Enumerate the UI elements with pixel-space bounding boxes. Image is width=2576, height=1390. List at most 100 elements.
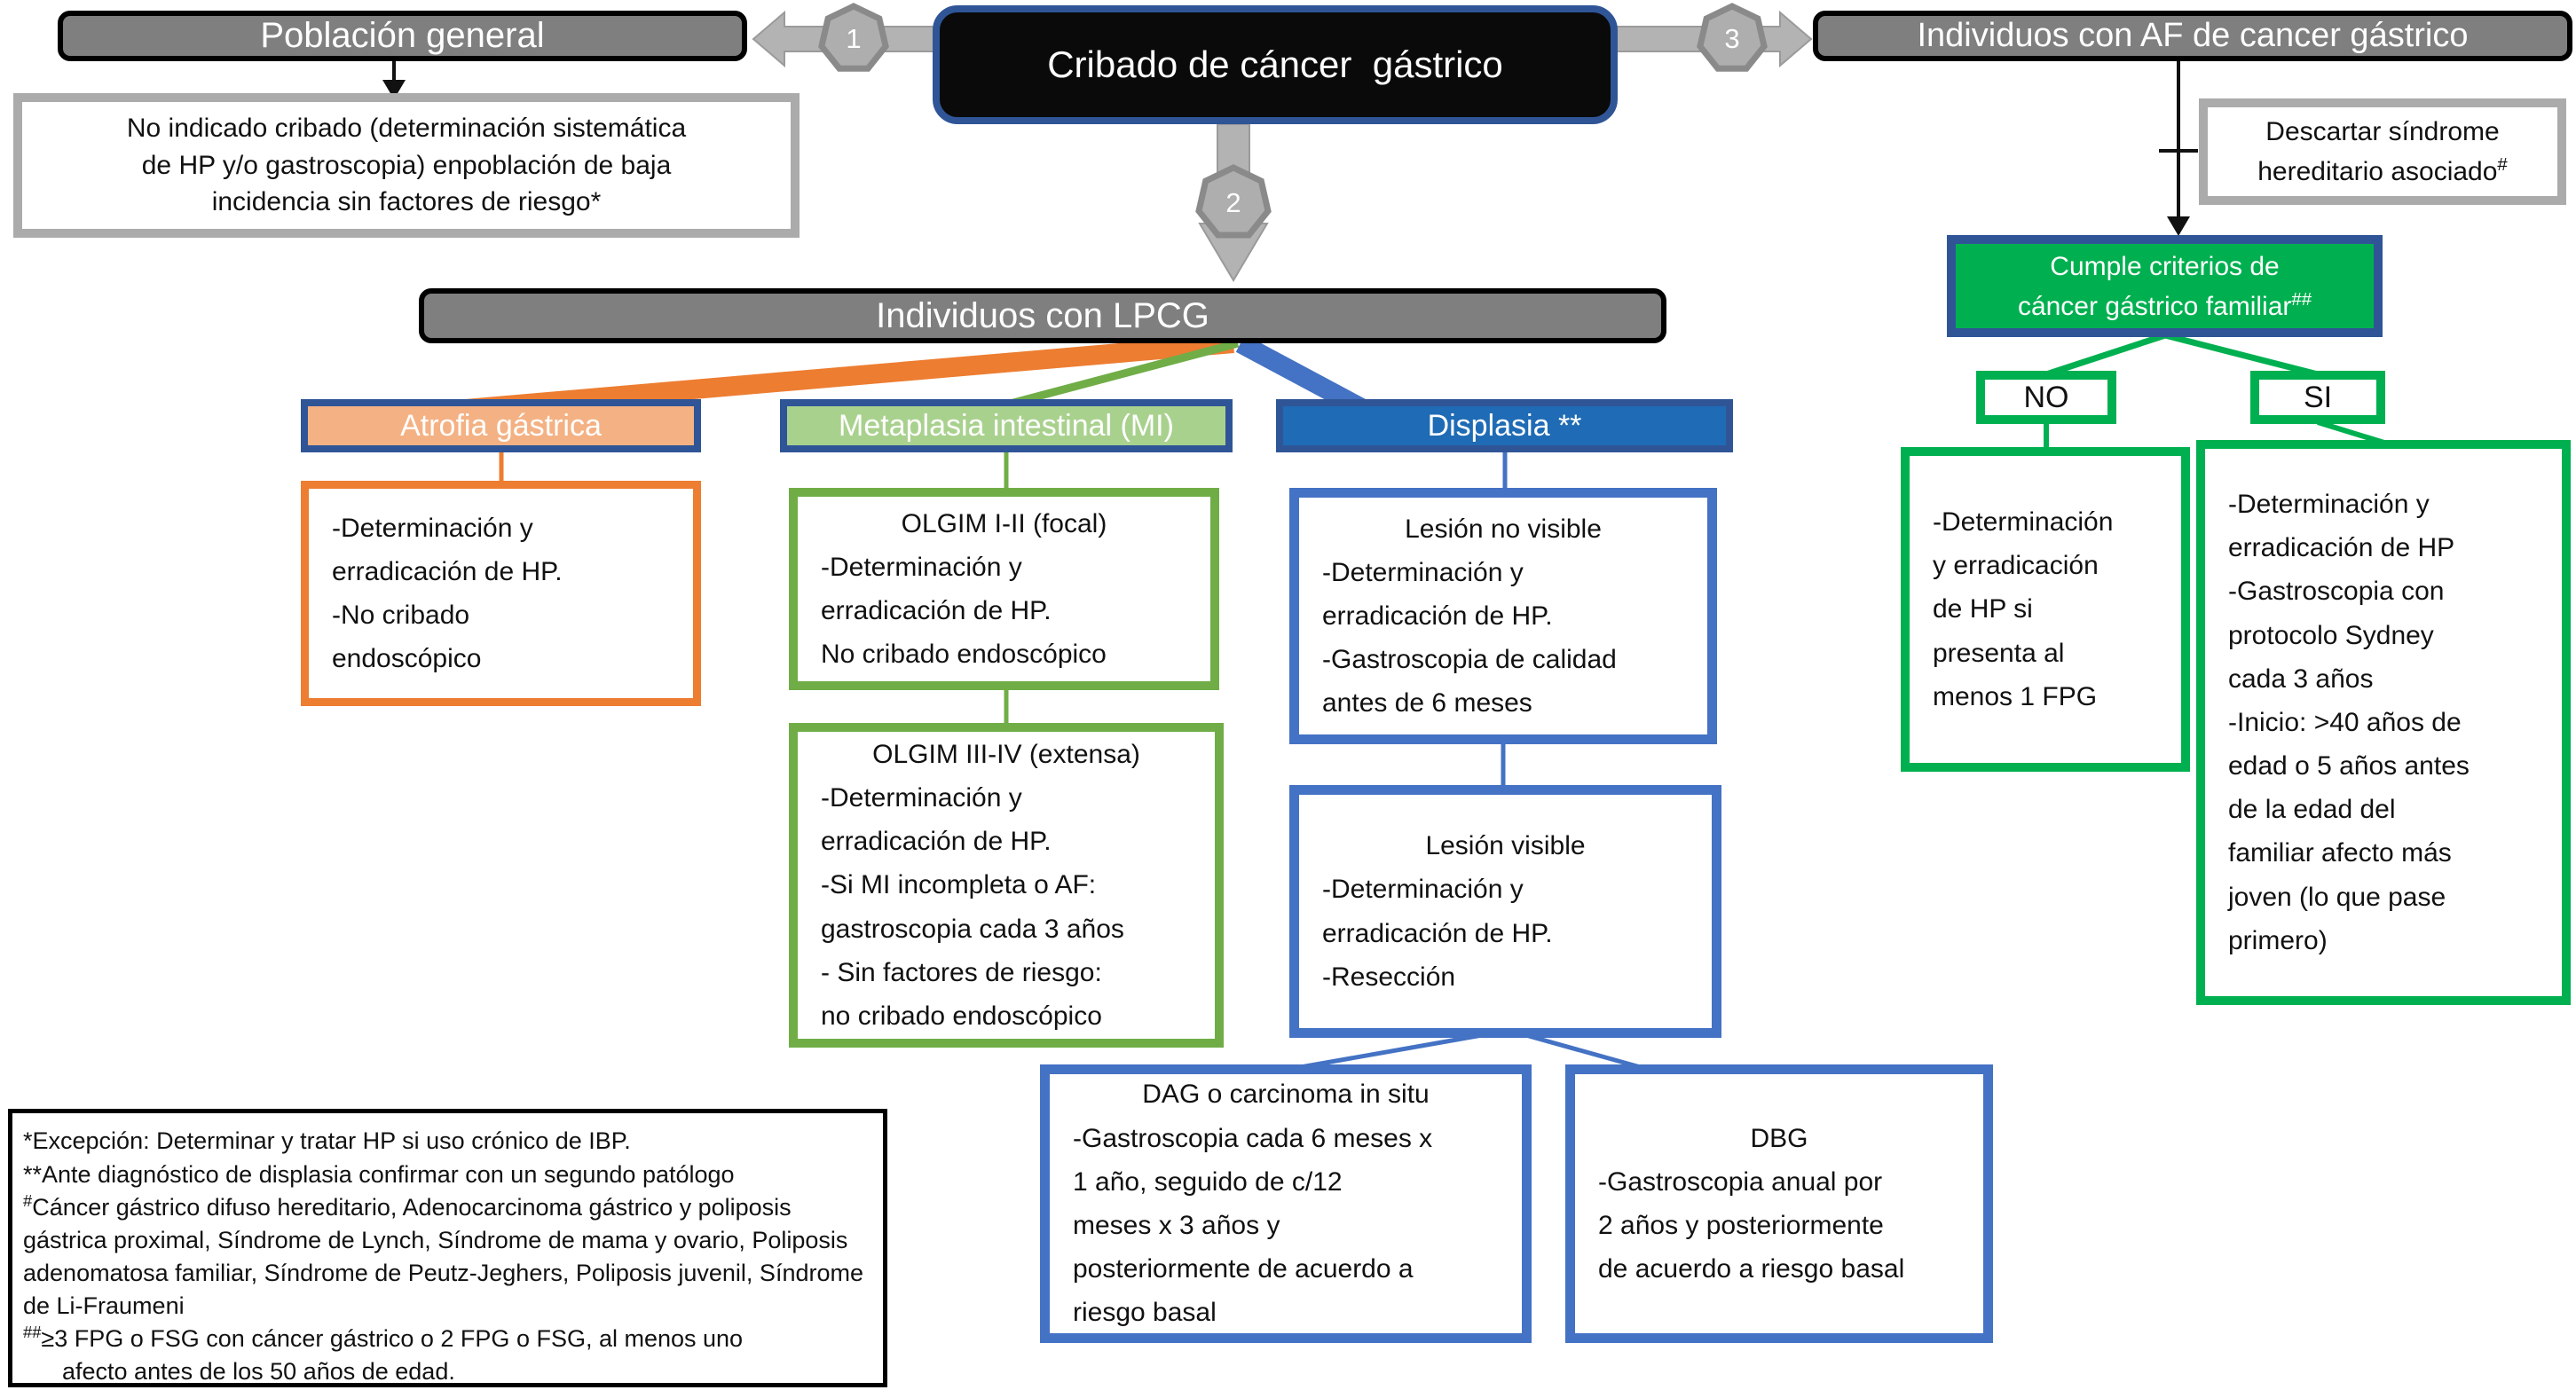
text-line: no cribado endoscópico (821, 1001, 1102, 1031)
text-line: riesgo basal (1073, 1298, 1217, 1328)
text-line: No cribado endoscópico (821, 640, 1107, 670)
text-line: protocolo Sydney (2228, 620, 2434, 650)
text-line: -Inicio: >40 años de (2228, 707, 2462, 737)
text-line: 2 años y posteriormente (1598, 1211, 1884, 1240)
text-line: erradicación de HP. (1322, 601, 1553, 631)
no-option-label: NO (2023, 380, 2069, 414)
text-line: endoscópico (332, 644, 482, 674)
atrofia-header-label: Atrofia gástrica (400, 408, 602, 443)
text-line: -Determinación (1933, 507, 2114, 538)
text-line: -Determinación y (1322, 557, 1524, 587)
poblacion-arrowhead-icon (382, 80, 406, 99)
text-line: familiar afecto más (2228, 838, 2452, 868)
poblacion-general-header: Población general (58, 11, 747, 61)
footnote-line-5: afecto antes de los 50 años de edad. (62, 1358, 455, 1386)
si-content-box: -Determinación y erradicación de HP -Gastr… (2196, 440, 2571, 1005)
text-line: -Gastroscopia anual por (1598, 1166, 1883, 1197)
step-badge-1: 1 (846, 23, 862, 54)
individuos-af-header: Individuos con AF de cancer gástrico (1813, 11, 2572, 61)
text-line: de HP y/o gastroscopia) enpoblación de b… (141, 150, 672, 180)
text-line: antes de 6 meses (1322, 688, 1532, 719)
si-content-lines: -Determinación y erradicación de HP -Gastr… (2228, 483, 2539, 962)
no-indicado-box: No indicado cribado (determinación siste… (13, 93, 800, 238)
si-option-box: SI (2250, 371, 2385, 424)
text-line: 1 año, seguido de c/12 (1073, 1166, 1343, 1197)
text-line: -Determinación y (821, 783, 1022, 813)
cumple-to-si-line (2164, 332, 2319, 378)
text-line: de HP si (1933, 594, 2033, 624)
text-line: - Sin factores de riesgo: (821, 957, 1102, 987)
text-line: y erradicación (1933, 551, 2099, 581)
text-line: joven (lo que pase (2228, 882, 2446, 912)
cribado-title: Cribado de cáncer gástrico (1047, 43, 1503, 85)
text-line: -Gastroscopia con (2228, 577, 2445, 607)
olgim-extensa-lines: -Determinación y erradicación de HP. -Si M… (821, 776, 1192, 1038)
text-line: erradicación de HP. (821, 827, 1052, 857)
no-content-box: -Determinación y erradicación de HP si pres… (1901, 447, 2190, 772)
dag-box: DAG o carcinoma in situ -Gastroscopia ca… (1040, 1064, 1532, 1343)
heptagon-2-icon (1195, 164, 1272, 239)
descartar-line1: Descartar síndrome (2265, 117, 2500, 146)
olgim-extensa-title: OLGIM III-IV (extensa) (872, 739, 1140, 769)
step-badge-2: 2 (1225, 187, 1241, 218)
footnote-line-4: ##≥3 FPG o FSG con cáncer gástrico o 2 F… (23, 1323, 744, 1353)
olgim-focal-title: OLGIM I-II (focal) (901, 508, 1107, 538)
lesion-no-visible-title: Lesión no visible (1405, 514, 1602, 544)
lesion-no-visible-lines: -Determinación y erradicación de HP. -Gast… (1322, 551, 1684, 726)
heptagon-3-icon (1697, 3, 1768, 72)
descartar-box: Descartar síndrome hereditario asociado# (2199, 98, 2566, 205)
text-line: erradicación de HP. (821, 596, 1052, 625)
footnote-line-1: *Excepción: Determinar y tratar HP si us… (23, 1127, 631, 1154)
lpcg-header: Individuos con LPCG (419, 288, 1666, 343)
lesion-no-visible-box: Lesión no visible -Determinación y erradi… (1289, 488, 1717, 744)
displasia-header-label: Displasia ** (1427, 408, 1582, 443)
text-line: gastroscopia cada 3 años (821, 914, 1124, 944)
text-line: menos 1 FPG (1933, 681, 2098, 711)
text-line: -Gastroscopia de calidad (1322, 645, 1617, 675)
cumple-to-no-line (2044, 332, 2167, 378)
step-badge-3: 3 (1724, 23, 1740, 54)
lesion-to-dag-line (1295, 1032, 1488, 1071)
text-line: -Determinación y (2228, 489, 2430, 519)
cribado-title-box: Cribado de cáncer gástrico (933, 5, 1618, 124)
no-indicado-lines: No indicado cribado (determinación siste… (127, 110, 686, 220)
footnote-box: *Excepción: Determinar y tratar HP si us… (8, 1109, 887, 1387)
text-line: de la edad del (2228, 795, 2396, 825)
lesion-to-dbg-line (1522, 1032, 1644, 1071)
cumple-line1: Cumple criterios de (2050, 251, 2280, 281)
text-line: No indicado cribado (determinación siste… (126, 114, 687, 144)
poblacion-general-title: Población general (260, 16, 545, 55)
lpcg-title: Individuos con LPCG (876, 295, 1209, 335)
text-line: -No cribado (332, 601, 470, 630)
text-line: erradicación de HP (2228, 533, 2455, 563)
text-line: erradicación de HP. (1322, 918, 1553, 948)
individuos-af-title: Individuos con AF de cancer gástrico (1917, 17, 2469, 54)
atrofia-header: Atrofia gástrica (301, 399, 701, 452)
si-option-label: SI (2303, 380, 2333, 414)
no-option-box: NO (1976, 371, 2116, 424)
text-line: cada 3 años (2228, 664, 2374, 694)
cumple-criterios-box: Cumple criterios de cáncer gástrico fami… (1947, 235, 2383, 337)
text-line: meses x 3 años y (1073, 1211, 1280, 1240)
dbg-lines: -Gastroscopia anual por 2 años y posterio… (1598, 1160, 1960, 1292)
text-line: presenta al (1933, 638, 2065, 668)
heptagon-1-icon (818, 3, 889, 72)
descartar-line2: hereditario asociado# (2257, 155, 2508, 186)
metaplasia-header: Metaplasia intestinal (MI) (780, 399, 1233, 452)
metaplasia-header-label: Metaplasia intestinal (MI) (839, 408, 1174, 443)
displasia-header: Displasia ** (1276, 399, 1733, 452)
text-line: posteriormente de acuerdo a (1073, 1254, 1414, 1284)
footnote-line-3: #Cáncer gástrico difuso hereditario, Ade… (23, 1191, 863, 1319)
text-line: -Determinación y (1322, 875, 1524, 905)
text-line: -Si MI incompleta o AF: (821, 870, 1097, 900)
